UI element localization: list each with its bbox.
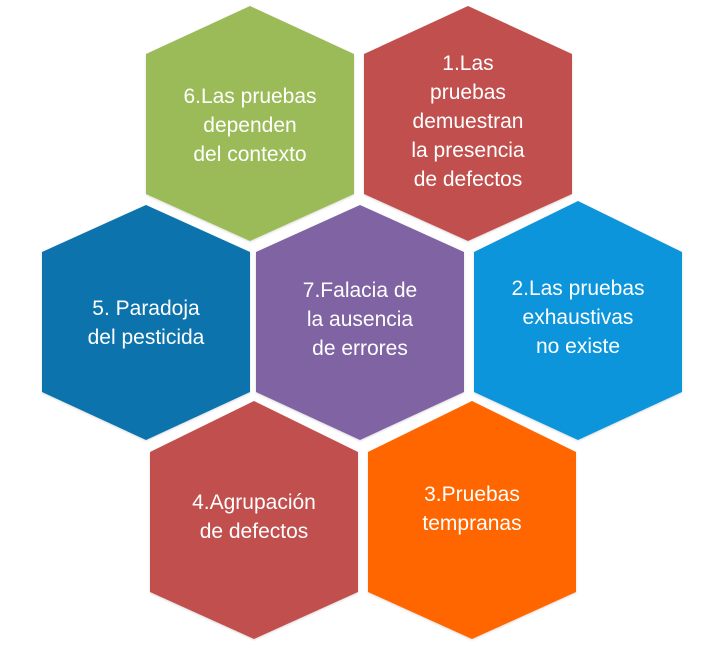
hexagon-principle-4: [150, 401, 358, 639]
hexagon-principle-2: [474, 201, 682, 440]
hexagon-principle-6: [146, 6, 354, 241]
hexagon-principle-5: [42, 205, 250, 440]
hexagon-principle-7: [256, 205, 464, 440]
hexagon-principle-3: [368, 401, 576, 639]
hexagon-principle-1: [364, 6, 572, 241]
